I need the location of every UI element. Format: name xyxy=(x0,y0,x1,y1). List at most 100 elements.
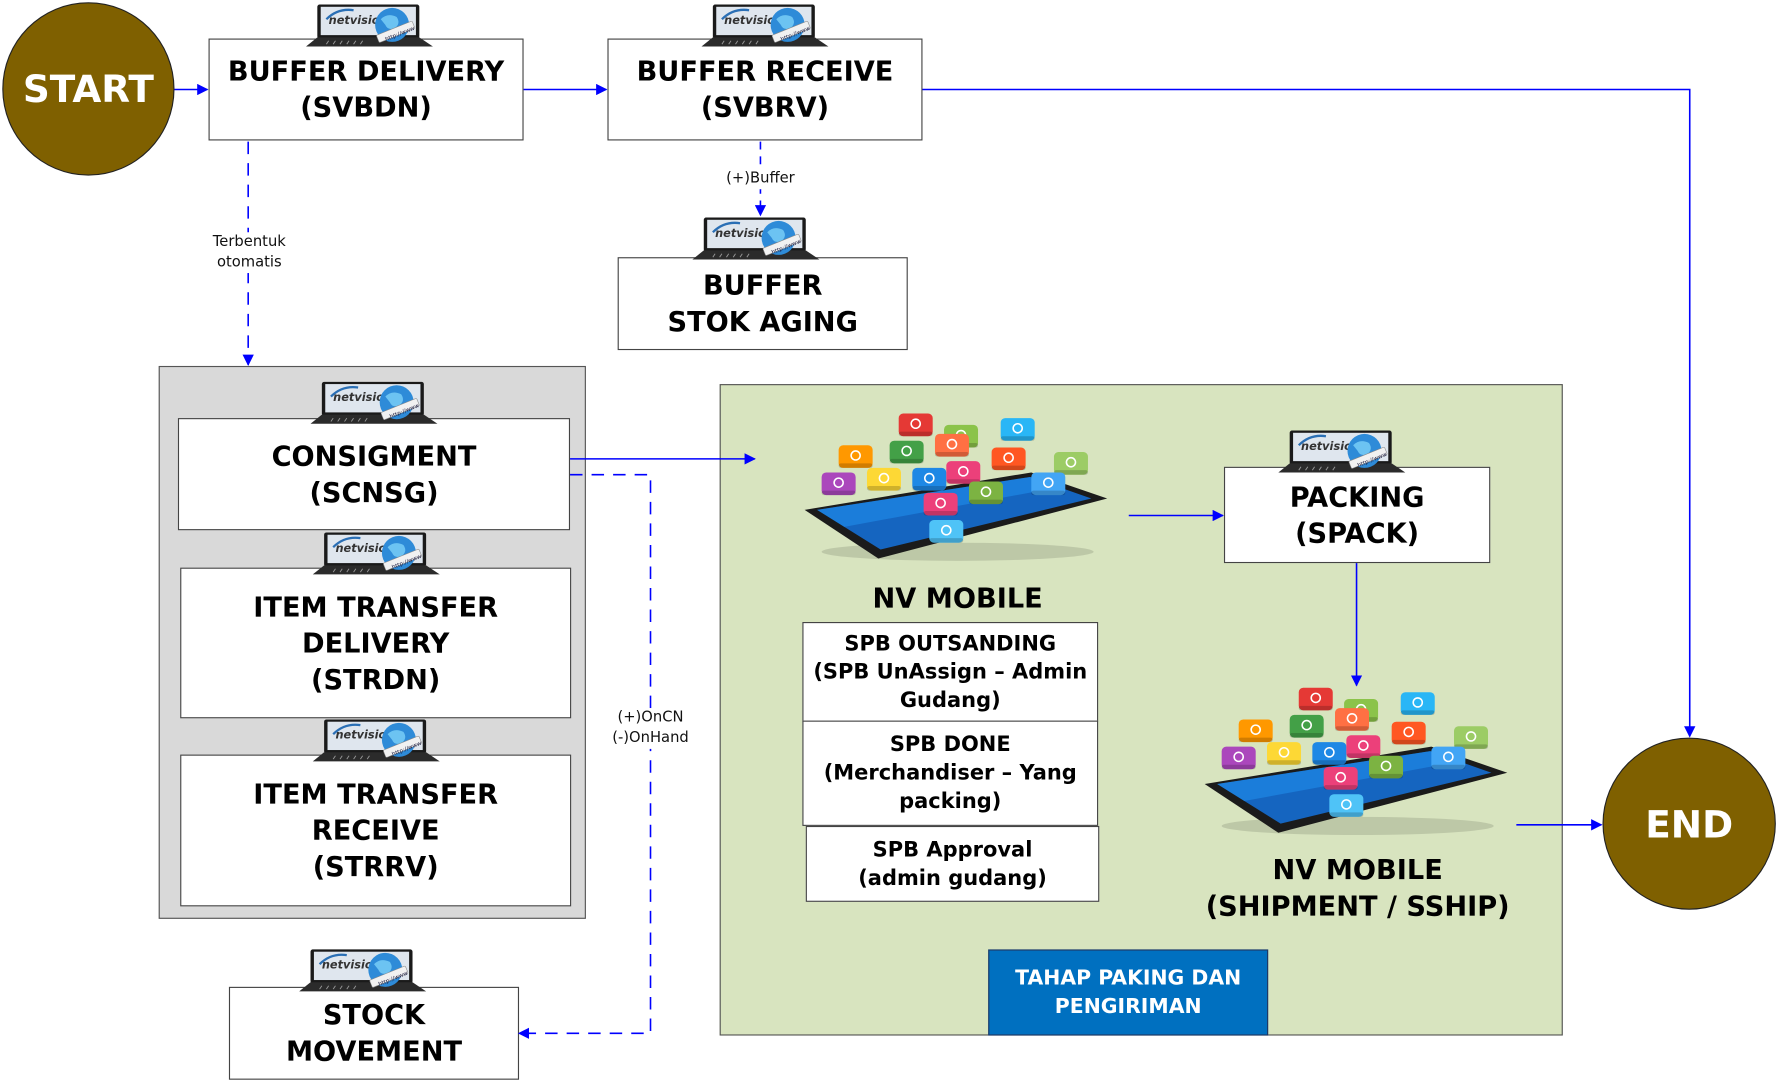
app-tile-icon xyxy=(1431,746,1466,770)
svg-text:netvision: netvision xyxy=(1301,439,1360,453)
svg-text:netvision: netvision xyxy=(335,728,394,742)
app-tile-icon xyxy=(1329,794,1364,817)
edge-label-oncn: (+)OnCN (-)OnHand xyxy=(602,708,699,749)
item-transfer-delivery-line1: ITEM TRANSFER xyxy=(253,590,499,623)
tablet-icon xyxy=(804,413,1108,561)
app-tile-icon xyxy=(1238,719,1273,743)
spb-done-line1: SPB DONE xyxy=(889,733,1011,757)
consigment-box: CONSIGMENT (SCNSG) xyxy=(177,418,571,531)
item-transfer-delivery-line2: DELIVERY xyxy=(301,627,450,659)
app-tile-icon xyxy=(1221,746,1256,770)
svg-text:netvision: netvision xyxy=(329,13,388,27)
buffer-stok-aging-line1: BUFFER xyxy=(702,269,823,302)
packing-box: PACKING (SPACK) xyxy=(1223,466,1491,564)
buffer-delivery-box: BUFFER DELIVERY (SVBDN) xyxy=(208,38,524,141)
edge-label-auto-formed: Terbentuk otomatis xyxy=(203,232,295,274)
app-tile-icon xyxy=(1369,755,1404,779)
spb-outsanding-line1: SPB OUTSANDING xyxy=(844,631,1057,656)
item-transfer-receive-line2: RECEIVE xyxy=(311,814,440,847)
edge-label-auto-formed-line2: otomatis xyxy=(216,253,282,271)
app-tile-icon xyxy=(1289,714,1324,738)
nv-mobile-shipment-line1: NV MOBILE xyxy=(1272,854,1443,886)
buffer-receive-title: BUFFER RECEIVE xyxy=(636,55,894,88)
packing-code: (SPACK) xyxy=(1295,517,1420,549)
spb-done-line3: packing) xyxy=(899,789,1002,814)
app-tile-icon xyxy=(838,445,873,468)
stage-banner: TAHAP PAKING DAN PENGIRIMAN xyxy=(988,949,1269,1036)
tablet-icon xyxy=(1204,687,1508,836)
item-transfer-receive-code: (STRRV) xyxy=(312,850,439,883)
nv-mobile-shipment-line2: (SHIPMENT / SSHIP) xyxy=(1205,890,1510,923)
app-tile-icon xyxy=(912,467,947,491)
buffer-receive-code: (SVBRV) xyxy=(700,91,830,124)
edge-label-auto-formed-line1: Terbentuk xyxy=(212,233,286,251)
app-tile-icon xyxy=(1400,692,1435,715)
spb-approval-line2: (admin gudang) xyxy=(858,866,1047,890)
nv-mobile-shipment-tablet-illustration xyxy=(1199,676,1522,845)
app-tile-icon xyxy=(1454,726,1489,749)
nv-mobile-title: NV MOBILE xyxy=(872,582,1043,615)
app-tile-icon xyxy=(1053,452,1088,475)
app-tile-icon xyxy=(929,520,964,543)
svg-text:netvision: netvision xyxy=(322,958,381,972)
stage-banner-line1: TAHAP PAKING DAN xyxy=(1015,966,1242,991)
app-tile-icon xyxy=(1312,742,1347,765)
start-label: START xyxy=(22,66,154,112)
buffer-receive-box: BUFFER RECEIVE (SVBRV) xyxy=(607,38,923,141)
spb-approval-box: SPB Approval (admin gudang) xyxy=(805,825,1100,902)
app-tile-icon xyxy=(934,433,969,457)
app-tile-icon xyxy=(1335,708,1370,731)
consigment-title: CONSIGMENT xyxy=(271,440,477,472)
app-tile-icon xyxy=(1346,735,1381,758)
packing-title: PACKING xyxy=(1289,480,1425,513)
app-tile-icon xyxy=(821,472,856,496)
item-transfer-delivery-code: (STRDN) xyxy=(311,663,441,696)
item-transfer-delivery-box: ITEM TRANSFER DELIVERY (STRDN) xyxy=(180,567,572,719)
item-transfer-receive-box: ITEM TRANSFER RECEIVE (STRRV) xyxy=(180,754,572,907)
spb-outsanding-line2: (SPB UnAssign – Admin xyxy=(813,659,1088,684)
app-tile-icon xyxy=(923,492,958,516)
buffer-stok-aging-box: BUFFER STOK AGING xyxy=(617,257,908,351)
svg-text:netvision: netvision xyxy=(715,226,774,240)
stock-movement-box: STOCK MOVEMENT xyxy=(228,986,520,1080)
spb-outsanding-box: SPB OUTSANDING (SPB UnAssign – Admin Gud… xyxy=(802,622,1099,722)
spb-done-line2: (Merchandiser – Yang xyxy=(823,761,1077,786)
svg-text:netvision: netvision xyxy=(333,390,392,404)
edge-label-buffer-plus: (+)Buffer xyxy=(717,168,804,190)
edge-label-oncn-line2: (-)OnHand xyxy=(612,729,689,747)
app-tile-icon xyxy=(889,440,924,464)
app-tile-icon xyxy=(898,413,933,437)
spb-approval-line1: SPB Approval xyxy=(872,837,1033,862)
spb-outsanding-line3: Gudang) xyxy=(899,688,1001,713)
svg-text:netvision: netvision xyxy=(335,541,394,555)
app-tile-icon xyxy=(1298,687,1333,711)
app-tile-icon xyxy=(1323,767,1358,790)
end-label: END xyxy=(1645,801,1734,846)
app-tile-icon xyxy=(968,481,1003,505)
nv-mobile-shipment-title: NV MOBILE (SHIPMENT / SSHIP) xyxy=(1179,852,1537,925)
edge-label-oncn-line1: (+)OnCN xyxy=(617,709,684,727)
app-tile-icon xyxy=(1031,472,1066,496)
app-tile-icon xyxy=(1267,742,1302,765)
app-tile-icon xyxy=(946,461,981,484)
app-tile-icon xyxy=(1000,418,1035,441)
app-tile-icon xyxy=(991,447,1026,471)
buffer-delivery-title: BUFFER DELIVERY xyxy=(227,55,505,88)
app-tile-icon xyxy=(1391,721,1426,745)
